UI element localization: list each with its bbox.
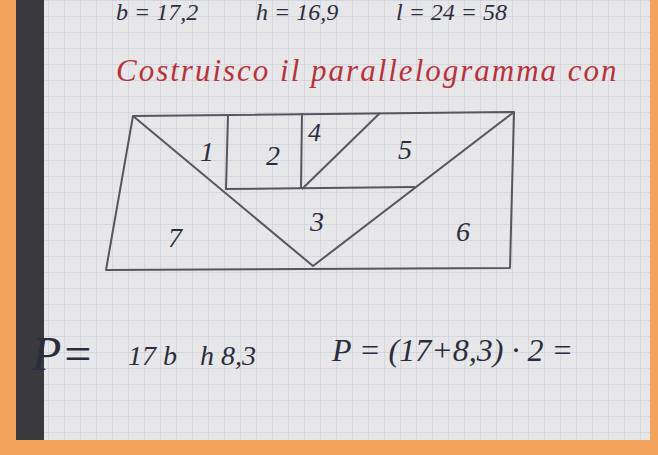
callout-number: 1: [200, 138, 214, 166]
callout-number: 4: [308, 120, 321, 146]
callout-number: 5: [398, 136, 412, 164]
notebook-page: b = 17,2 h = 16,9 l = 24 = 58 Costruisco il…: [16, 0, 650, 440]
measure-note: l = 24 = 58: [396, 0, 507, 24]
formula-text: P = (17+8,3) · 2 =: [332, 334, 573, 366]
callout-number: 3: [310, 208, 324, 236]
measure-note: b = 17,2: [116, 0, 198, 24]
formula-text: P=: [32, 330, 94, 378]
instruction-text: Costruisco il parallelogramma con: [116, 55, 619, 86]
formula-text: 17 b: [128, 342, 177, 370]
measure-note: h = 16,9: [256, 0, 338, 24]
callout-number: 2: [266, 142, 280, 170]
callout-number: 7: [168, 224, 182, 252]
callout-number: 6: [456, 218, 470, 246]
formula-text: h 8,3: [200, 342, 256, 370]
